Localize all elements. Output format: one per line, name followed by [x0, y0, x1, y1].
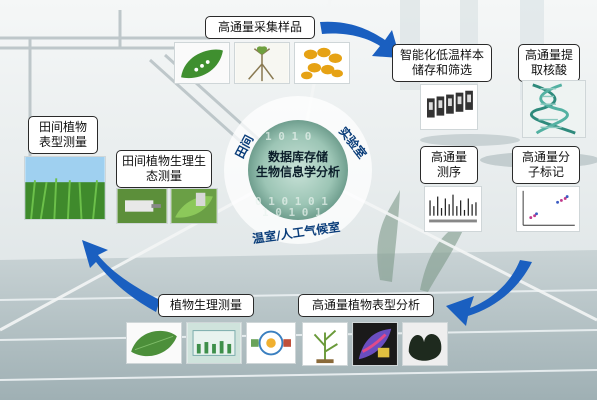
- field-sensor-image: [116, 188, 168, 224]
- instrument-diagram-image: [246, 322, 296, 364]
- sequencing-chart-image: [424, 186, 482, 232]
- node-sample-storage: 智能化低温样本储存和筛选: [392, 44, 492, 82]
- arrow-collect-to-lab: [320, 21, 400, 58]
- growth-chamber-image: [186, 322, 242, 364]
- svg-text:1 0 1 0 1: 1 0 1 0 1: [262, 206, 322, 219]
- seedling-image: [302, 322, 348, 366]
- node-physiology-measure: 植物生理测量: [158, 294, 254, 317]
- node-field-eco-physiology: 田间植物生理生态测量: [116, 150, 212, 188]
- field-crop-image: [24, 156, 106, 220]
- color-phenotype-image: [352, 322, 398, 366]
- arrow-greenhouse-to-field: [82, 240, 160, 312]
- arrow-lab-to-greenhouse: [446, 260, 532, 326]
- node-field-phenotype: 田间植物表型测量: [28, 116, 98, 154]
- leaf-sample-image: [174, 42, 230, 84]
- node-molecular-marker: 高通量分子标记: [512, 146, 580, 184]
- leaf-physiology-image: [126, 322, 182, 364]
- root-sample-image: [234, 42, 290, 84]
- storage-rack-image: [420, 84, 478, 130]
- node-nucleic-extraction: 高通量提取核酸: [518, 44, 580, 82]
- node-phenotype-analysis: 高通量植物表型分析: [298, 294, 434, 317]
- marker-plot-image: [516, 186, 580, 232]
- field-leaf-measure-image: [170, 188, 218, 224]
- node-collect-samples: 高通量采集样品: [205, 16, 315, 39]
- center-label-bioinformatics: 生物信息学分析: [255, 165, 340, 179]
- dna-helix-image: [522, 80, 586, 138]
- node-sequencing: 高通量测序: [420, 146, 478, 184]
- center-label-storage: 数据库存储: [267, 150, 328, 164]
- svg-text:0 1 0 1 0 1: 0 1 0 1 0 1: [255, 195, 328, 208]
- leaf-silhouette-image: [402, 322, 448, 366]
- svg-text:1 0 1 0: 1 0 1 0: [265, 130, 311, 143]
- seed-sample-image: [294, 42, 350, 84]
